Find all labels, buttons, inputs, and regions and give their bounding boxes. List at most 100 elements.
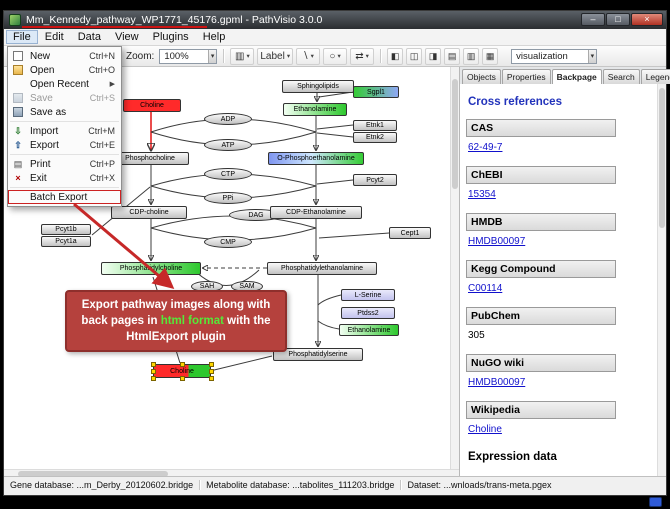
crossref-link[interactable]: HMDB00097 bbox=[468, 377, 526, 388]
open-folder-icon bbox=[13, 65, 23, 75]
crossref-link[interactable]: C00114 bbox=[468, 283, 503, 294]
pathway-edge[interactable] bbox=[316, 179, 354, 185]
align-center-button[interactable]: ◫ bbox=[406, 47, 423, 65]
selection-handle[interactable] bbox=[180, 376, 185, 381]
file-menu-item-print[interactable]: ▤ Print Ctrl+P bbox=[13, 158, 115, 170]
pathway-node-sphingolipids[interactable]: Sphingolipids bbox=[282, 80, 354, 93]
zoom-combobox[interactable]: 100% ▾ bbox=[159, 48, 218, 64]
file-menu-item-export[interactable]: ⇧ Export Ctrl+E bbox=[14, 139, 115, 151]
pathway-node-etnk1[interactable]: Etnk1 bbox=[353, 120, 397, 131]
pathway-node-pcyt1a[interactable]: Pcyt1a bbox=[41, 236, 91, 247]
tab-properties[interactable]: Properties bbox=[501, 69, 551, 84]
pathway-edge[interactable] bbox=[317, 294, 342, 306]
align-left-button[interactable]: ◧ bbox=[387, 47, 404, 65]
file-menu-item-open[interactable]: Open Ctrl+O bbox=[8, 63, 121, 77]
maximize-button[interactable]: □ bbox=[606, 13, 630, 26]
pathway-edge[interactable] bbox=[316, 132, 354, 138]
datanode-tool-icon: ▥ bbox=[234, 50, 245, 62]
menu-file[interactable]: File bbox=[6, 30, 38, 44]
pathway-node-cdp-ethanolamine[interactable]: CDP-Ethanolamine bbox=[270, 206, 362, 219]
pathway-node-phosphatidylethanolamine[interactable]: Phosphatidylethanolamine bbox=[267, 262, 377, 275]
canvas-horizontal-scrollbar[interactable] bbox=[4, 469, 459, 478]
pathway-node-pcyt2[interactable]: Pcyt2 bbox=[353, 174, 397, 186]
pathway-node-adp[interactable]: ADP bbox=[204, 113, 252, 125]
tab-legend[interactable]: Legend bbox=[640, 69, 670, 84]
tab-objects[interactable]: Objects bbox=[462, 69, 501, 84]
file-menu-item-batch-export[interactable]: Batch Export bbox=[8, 190, 121, 204]
pathway-node-ppi[interactable]: PPi bbox=[204, 192, 252, 204]
menu-data[interactable]: Data bbox=[77, 31, 101, 43]
pathway-node-pcyt1b[interactable]: Pcyt1b bbox=[41, 224, 91, 235]
file-menu-item-exit[interactable]: × Exit Ctrl+X bbox=[8, 171, 121, 185]
toolbar: Zoom: 100% ▾ ▥ ▾ Label ▾ ∖ ▾ ○ ▾ ⇄ ▾ ◧ ◫… bbox=[4, 46, 666, 67]
pathway-node-cmp[interactable]: CMP bbox=[204, 236, 252, 248]
crossref-link[interactable]: Choline bbox=[468, 424, 502, 435]
connector-tool-dropdown[interactable]: ⇄ ▾ bbox=[350, 47, 375, 65]
pathway-node-phosphocholine[interactable]: Phosphocholine bbox=[111, 152, 189, 165]
menu-edit[interactable]: Edit bbox=[44, 31, 64, 43]
scrollbar-thumb[interactable] bbox=[659, 88, 665, 228]
shape-tool-dropdown[interactable]: ○ ▾ bbox=[323, 47, 348, 65]
distribute-horizontal-button[interactable]: ▥ bbox=[463, 47, 480, 65]
menu-view[interactable]: View bbox=[114, 31, 139, 43]
pathway-edge[interactable] bbox=[209, 355, 273, 372]
pathway-node-phosphatidylserine[interactable]: Phosphatidylserine bbox=[273, 348, 363, 361]
datanode-tool-dropdown[interactable]: ▥ ▾ bbox=[230, 47, 255, 65]
window-controls: – □ × bbox=[581, 13, 663, 26]
pathway-node-atp[interactable]: ATP bbox=[204, 139, 252, 151]
menu-help[interactable]: Help bbox=[202, 31, 226, 43]
scrollbar-thumb[interactable] bbox=[452, 79, 458, 189]
pathway-node-l-serine[interactable]: L-Serine bbox=[341, 289, 395, 301]
distribute-vertical-button[interactable]: ▦ bbox=[482, 47, 499, 65]
menu-plugins[interactable]: Plugins bbox=[152, 31, 189, 43]
selection-handle[interactable] bbox=[151, 376, 156, 381]
canvas-vertical-scrollbar[interactable] bbox=[450, 67, 459, 469]
pathway-node-cdp-choline[interactable]: CDP-choline bbox=[111, 206, 187, 219]
pathway-node-phosphatidylcholine[interactable]: Phosphatidylcholine bbox=[101, 262, 201, 275]
file-menu-item-save[interactable]: Save Ctrl+S bbox=[8, 91, 121, 105]
pathway-node-choline[interactable]: Choline bbox=[123, 99, 181, 112]
import-arrow-icon: ⇩ bbox=[14, 125, 22, 136]
tab-search[interactable]: Search bbox=[602, 69, 640, 84]
titlebar[interactable]: Mm_Kennedy_pathway_WP1771_45176.gpml - P… bbox=[4, 11, 666, 29]
minimize-button[interactable]: – bbox=[581, 13, 605, 26]
selection-handle[interactable] bbox=[151, 362, 156, 367]
pathway-node-o-phosphoethanolamine[interactable]: O-Phosphoethanolamine bbox=[268, 152, 364, 165]
pathway-node-ethanolamine[interactable]: Ethanolamine bbox=[283, 103, 347, 116]
crossref-link[interactable]: 62-49-7 bbox=[468, 142, 503, 153]
file-menu-item-save-as[interactable]: Save as bbox=[8, 105, 121, 119]
pathway-edge[interactable] bbox=[317, 320, 340, 330]
pathway-node-ctp[interactable]: CTP bbox=[204, 168, 252, 180]
label-tool-dropdown[interactable]: Label ▾ bbox=[257, 47, 294, 65]
visualization-combobox[interactable]: visualization ▾ bbox=[511, 48, 598, 64]
pathway-edge[interactable] bbox=[318, 232, 390, 239]
selection-handle[interactable] bbox=[151, 369, 156, 374]
selection-handle[interactable] bbox=[209, 369, 214, 374]
corner-app-icon[interactable] bbox=[649, 497, 662, 507]
pathway-node-etnk2[interactable]: Etnk2 bbox=[353, 132, 397, 143]
pathway-node-choline[interactable]: Choline bbox=[151, 362, 214, 381]
sidebar-scrollbar[interactable] bbox=[657, 84, 666, 477]
align-right-button[interactable]: ◨ bbox=[425, 47, 442, 65]
pathway-node-ptdss2[interactable]: Ptdss2 bbox=[341, 307, 395, 319]
tab-backpage[interactable]: Backpage bbox=[551, 69, 602, 84]
pathway-node-ethanolamine[interactable]: Ethanolamine bbox=[339, 324, 399, 336]
pathway-node-cept1[interactable]: Cept1 bbox=[389, 227, 431, 239]
file-menu-item-import[interactable]: ⇩ Import Ctrl+M bbox=[14, 125, 115, 137]
file-menu-item-open-recent[interactable]: Open Recent ▶ bbox=[30, 78, 115, 90]
crossref-link[interactable]: 15354 bbox=[468, 189, 496, 200]
pathway-edge[interactable] bbox=[316, 124, 354, 130]
selection-handle[interactable] bbox=[209, 362, 214, 367]
crossref-link[interactable]: HMDB00097 bbox=[468, 236, 526, 247]
pathway-edge[interactable] bbox=[193, 269, 260, 286]
selection-handle[interactable] bbox=[209, 376, 214, 381]
selection-handle[interactable] bbox=[180, 362, 185, 367]
line-tool-dropdown[interactable]: ∖ ▾ bbox=[296, 47, 321, 65]
close-button[interactable]: × bbox=[631, 13, 663, 26]
pathway-node-sgpl1[interactable]: Sgpl1 bbox=[353, 86, 399, 98]
file-menu-item-new[interactable]: New Ctrl+N bbox=[8, 49, 121, 63]
scrollbar-thumb[interactable] bbox=[18, 471, 168, 477]
align-top-button[interactable]: ▤ bbox=[444, 47, 461, 65]
save-disk-icon bbox=[13, 93, 23, 103]
